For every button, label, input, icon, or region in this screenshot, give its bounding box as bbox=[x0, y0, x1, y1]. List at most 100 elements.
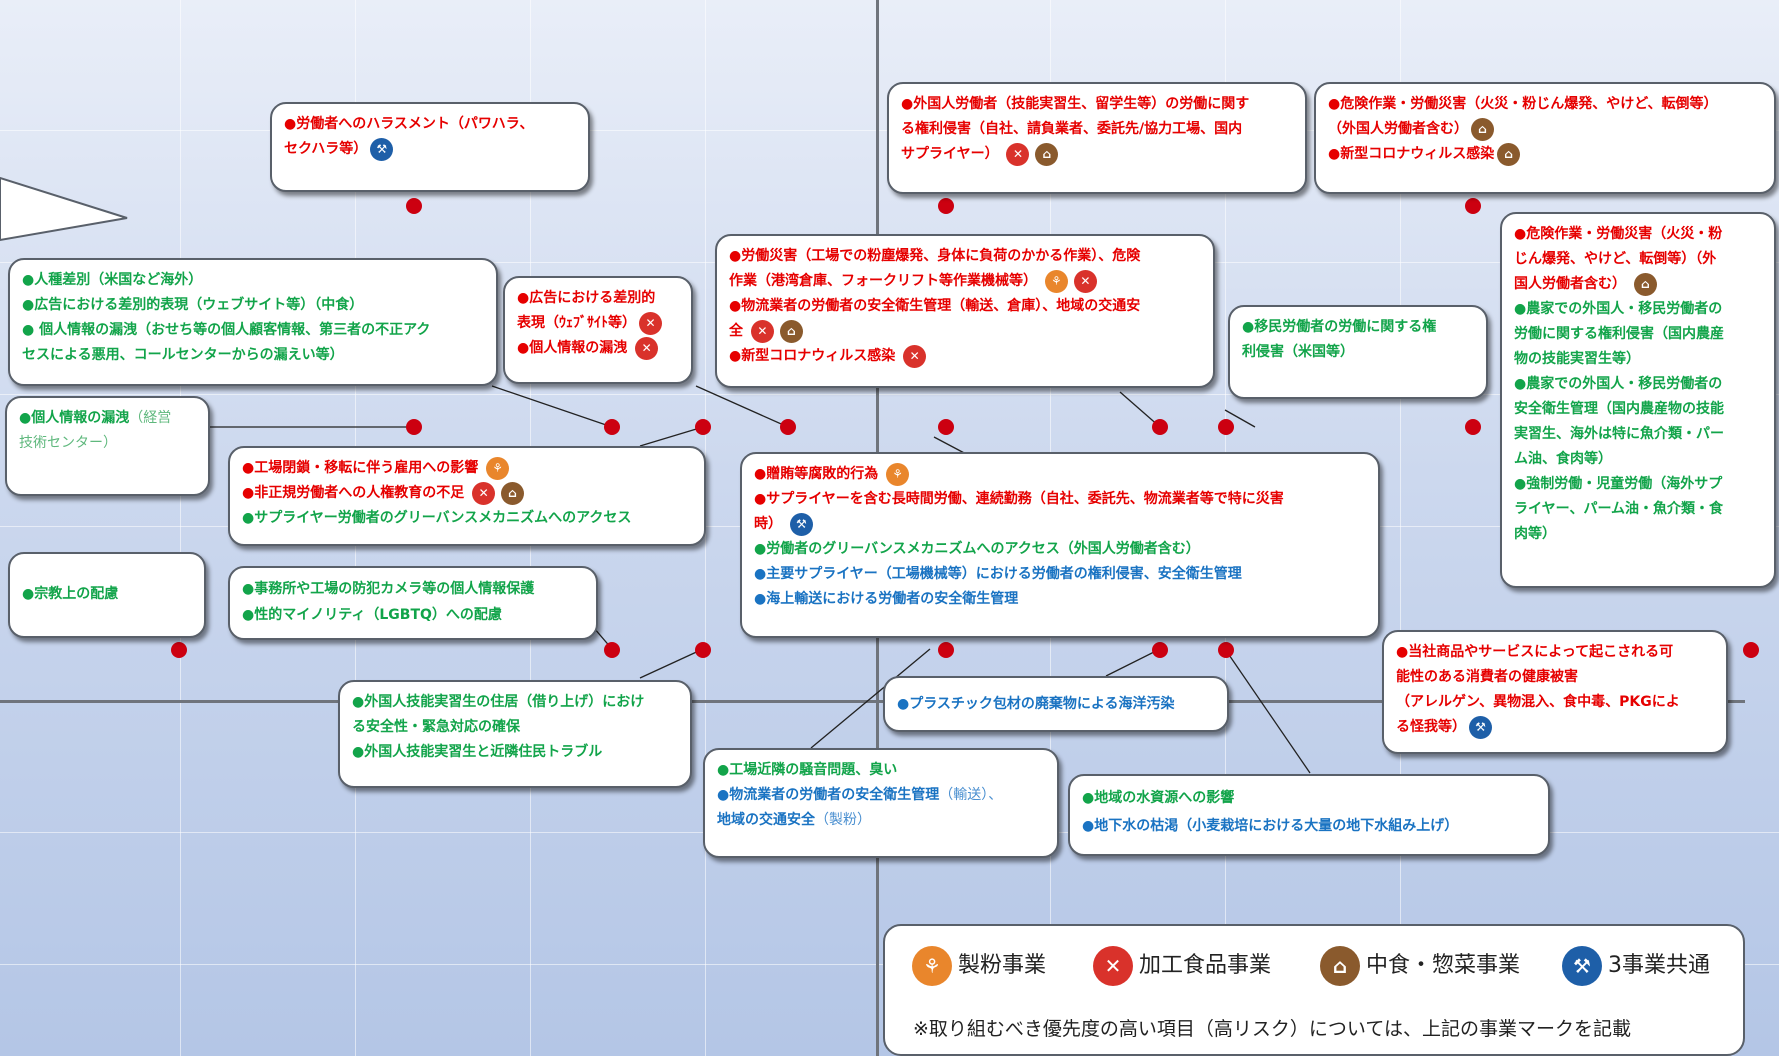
arrow-shape bbox=[0, 176, 128, 242]
risk-box-farm-workers: ●危険作業・労働災害（火災・粉 じん爆発、やけど、転倒等）（外 国人労働者含む）… bbox=[1500, 212, 1776, 588]
legend-label: 3事業共通 bbox=[1608, 953, 1710, 978]
risk-text: る怪我等） bbox=[1396, 719, 1466, 735]
risk-item: セスによる悪用、コールセンターからの漏えい等） bbox=[22, 347, 344, 363]
risk-item: ●工場閉鎖・移転に伴う雇用への影響 ⚘ bbox=[242, 456, 692, 481]
risk-dot bbox=[1465, 198, 1481, 214]
risk-item: 国人労働者含む） ⌂ bbox=[1514, 272, 1762, 297]
risk-box-cctv-lgbtq: ●事務所や工場の防犯カメラ等の個人情報保護 ●性的マイノリティ（LGBTQ）への… bbox=[228, 566, 598, 640]
deli-icon: ⌂ bbox=[501, 481, 525, 505]
risk-box-migrant-workers: ●移民労働者の労働に関する権 利侵害（米国等） bbox=[1228, 305, 1488, 399]
risk-box-consumer-health: ●当社商品やサービスによって起こされる可 能性のある消費者の健康被害 （アレルゲ… bbox=[1382, 630, 1728, 754]
processed-food-icon: ✕ bbox=[750, 319, 774, 343]
processed-food-icon: ✕ bbox=[1073, 269, 1097, 293]
risk-item: ●労働者へのハラスメント（パワハラ、 bbox=[284, 116, 534, 132]
processed-food-icon: ✕ bbox=[635, 336, 659, 360]
processed-food-icon: ✕ bbox=[1006, 142, 1030, 166]
risk-text: ●新型コロナウィルス感染 bbox=[729, 348, 896, 364]
risk-item: ●農家での外国人・移民労働者の bbox=[1514, 376, 1723, 392]
risk-item: ●地下水の枯渇（小麦栽培における大量の地下水組み上げ） bbox=[1082, 818, 1459, 834]
grid-line bbox=[180, 0, 181, 1056]
risk-box-trainee-housing: ●外国人技能実習生の住居（借り上げ）におけ る安全性・緊急対応の確保 ●外国人技… bbox=[338, 680, 692, 788]
risk-text: （経営 bbox=[129, 410, 172, 426]
risk-item: ●危険作業・労働災害（火災・粉 bbox=[1514, 226, 1723, 242]
deli-icon: ⌂ bbox=[1471, 117, 1494, 141]
risk-item: ●海上輸送における労働者の安全衛生管理 bbox=[754, 591, 1019, 607]
risk-item: ●外国人技能実習生と近隣住民トラブル bbox=[352, 744, 603, 760]
risk-item: ●事務所や工場の防犯カメラ等の個人情報保護 bbox=[242, 581, 535, 597]
risk-item: ●サプライヤー労働者のグリーバンスメカニズムへのアクセス bbox=[242, 510, 632, 526]
risk-dot bbox=[171, 642, 187, 658]
flour-milling-icon: ⚘ bbox=[1044, 269, 1068, 293]
risk-dot bbox=[604, 642, 620, 658]
processed-food-icon: ✕ bbox=[1093, 946, 1133, 986]
risk-item: ●新型コロナウィルス感染⌂ bbox=[1328, 142, 1762, 167]
risk-dot bbox=[780, 419, 796, 435]
grid-line bbox=[1400, 0, 1401, 1056]
risk-item: ●プラスチック包材の廃棄物による海洋汚染 bbox=[897, 696, 1175, 712]
risk-box-factory-closure: ●工場閉鎖・移転に伴う雇用への影響 ⚘ ●非正規労働者への人権教育の不足 ✕⌂ … bbox=[228, 446, 706, 546]
risk-box-discrimination: ●人種差別（米国など海外） ●広告における差別的表現（ウェブサイト等）（中食） … bbox=[8, 258, 498, 386]
risk-item: 時） ⚒ bbox=[754, 512, 1366, 537]
risk-item: 表現（ｳｪﾌﾞｻｲﾄ等）✕ bbox=[517, 311, 679, 336]
risk-item: 能性のある消費者の健康被害 bbox=[1396, 669, 1578, 685]
legend-item-deli: ⌂中食・惣菜事業 bbox=[1317, 946, 1520, 986]
risk-item: ●非正規労働者への人権教育の不足 ✕⌂ bbox=[242, 481, 692, 506]
risk-dot bbox=[1152, 642, 1168, 658]
risk-dot bbox=[695, 642, 711, 658]
risk-dot bbox=[1743, 642, 1759, 658]
risk-text: （外国人労働者含む） bbox=[1328, 121, 1468, 137]
risk-text: 作業（港湾倉庫、フォークリフト等作業機械等） bbox=[729, 273, 1037, 289]
risk-box-occupational-accidents: ●労働災害（工場での粉塵爆発、身体に負荷のかかる作業）、危険 作業（港湾倉庫、フ… bbox=[715, 234, 1215, 388]
risk-box-foreign-workers: ●外国人労働者（技能実習生、留学生等）の労働に関す る権利侵害（自社、請負業者、… bbox=[887, 82, 1307, 194]
risk-item: ム油、食肉等） bbox=[1514, 451, 1612, 467]
deli-icon: ⌂ bbox=[1320, 946, 1360, 986]
risk-item: ●外国人労働者（技能実習生、留学生等）の労働に関す bbox=[901, 96, 1250, 112]
risk-dot bbox=[938, 198, 954, 214]
risk-item: ●個人情報の漏洩 ✕ bbox=[517, 336, 679, 361]
processed-food-icon: ✕ bbox=[639, 311, 662, 335]
legend-item-milling: ⚘製粉事業 bbox=[909, 946, 1046, 986]
risk-dot bbox=[1218, 419, 1234, 435]
risk-item: ●農家での外国人・移民労働者の bbox=[1514, 301, 1723, 317]
legend-label: 中食・惣菜事業 bbox=[1366, 953, 1521, 978]
risk-item: 利侵害（米国等） bbox=[1242, 344, 1354, 360]
risk-item: 全 ✕⌂ bbox=[729, 319, 1201, 344]
risk-dot bbox=[604, 419, 620, 435]
flour-milling-icon: ⚘ bbox=[486, 456, 510, 480]
risk-item: （外国人労働者含む）⌂ bbox=[1328, 117, 1762, 142]
risk-item: ●当社商品やサービスによって起こされる可 bbox=[1396, 644, 1674, 660]
risk-item: ●主要サプライヤー（工場機械等）における労働者の権利侵害、安全衛生管理 bbox=[754, 566, 1242, 582]
risk-item: ●贈賄等腐敗的行為 ⚘ bbox=[754, 462, 1366, 487]
deli-icon: ⌂ bbox=[1497, 142, 1521, 166]
risk-item: ●工場近隣の騒音問題、臭い bbox=[717, 762, 898, 778]
grid-line bbox=[0, 394, 1779, 395]
risk-dot bbox=[1465, 419, 1481, 435]
risk-text: （製粉） bbox=[815, 812, 871, 828]
risk-dot bbox=[695, 419, 711, 435]
risk-item: る権利侵害（自社、請負業者、委託先/協力工場、国内 bbox=[901, 121, 1243, 137]
risk-item: ●広告における差別的表現（ウェブサイト等）（中食） bbox=[22, 297, 364, 313]
risk-dot bbox=[938, 642, 954, 658]
risk-item: ●物流業者の労働者の安全衛生管理（輸送、倉庫）、地域の交通安 bbox=[729, 298, 1141, 314]
risk-box-harassment: ●労働者へのハラスメント（パワハラ、 セクハラ等）⚒ bbox=[270, 102, 590, 192]
risk-item: ●広告における差別的 bbox=[517, 290, 656, 306]
risk-item: ●労働災害（工場での粉塵爆発、身体に負荷のかかる作業）、危険 bbox=[729, 248, 1141, 264]
processed-food-icon: ✕ bbox=[903, 344, 927, 368]
risk-text: 地域の交通安全 bbox=[717, 812, 815, 828]
legend-label: 加工食品事業 bbox=[1139, 953, 1272, 978]
risk-item: サプライヤー） ✕⌂ bbox=[901, 142, 1293, 167]
risk-item: ●移民労働者の労働に関する権 bbox=[1242, 319, 1437, 335]
risk-box-bribery-long-hours: ●贈賄等腐敗的行為 ⚘ ●サプライヤーを含む長時間労働、連続勤務（自社、委託先、… bbox=[740, 452, 1380, 638]
risk-text: セクハラ等） bbox=[284, 141, 368, 157]
deli-icon: ⌂ bbox=[1633, 272, 1657, 296]
risk-box-hazardous-work: ●危険作業・労働災害（火災・粉じん爆発、やけど、転倒等） （外国人労働者含む）⌂… bbox=[1314, 82, 1776, 194]
risk-item: 実習生、海外は特に魚介類・パー bbox=[1514, 426, 1724, 442]
risk-dot bbox=[938, 419, 954, 435]
deli-icon: ⌂ bbox=[779, 319, 803, 343]
common-icon: ⚒ bbox=[1562, 946, 1602, 986]
risk-text: ●個人情報の漏洩 bbox=[19, 410, 130, 426]
risk-item: ●性的マイノリティ（LGBTQ）への配慮 bbox=[242, 607, 502, 623]
risk-item: 地域の交通安全（製粉） bbox=[717, 808, 1045, 833]
risk-text: 国人労働者含む） bbox=[1514, 276, 1626, 292]
risk-box-water-resources: ●地域の水資源への影響 ●地下水の枯渇（小麦栽培における大量の地下水組み上げ） bbox=[1068, 774, 1550, 856]
